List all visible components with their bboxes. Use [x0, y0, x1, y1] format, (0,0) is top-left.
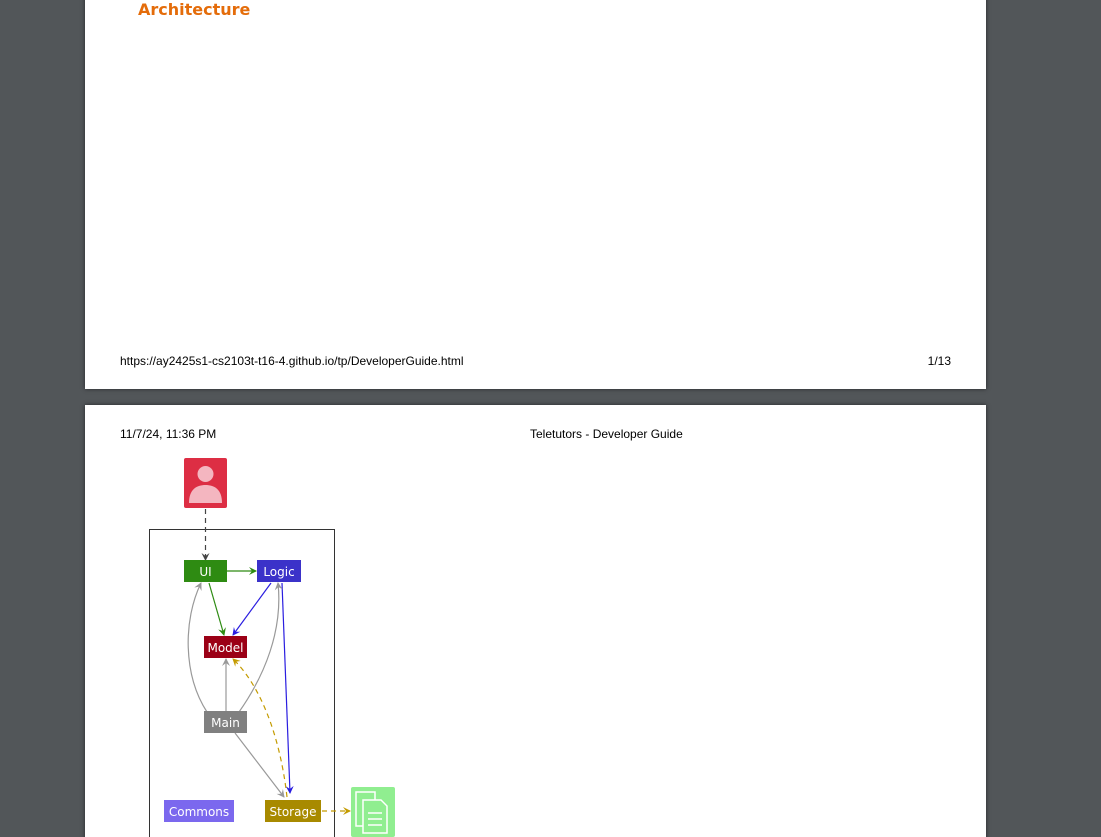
page-number: 1/13 — [927, 354, 951, 368]
logic-to-model-arrow — [232, 582, 272, 636]
component-model-label: Model — [207, 641, 243, 655]
component-storage: Storage — [265, 800, 321, 822]
component-main: Main — [204, 711, 247, 733]
architecture-diagram: UI Logic Model Main Commons Storage — [149, 458, 395, 837]
main-to-logic-arrow — [238, 582, 283, 713]
component-model: Model — [204, 636, 247, 658]
user-icon — [184, 458, 227, 508]
section-heading-architecture: Architecture — [138, 0, 251, 19]
pdf-page-1: Architecture https://ay2425s1-cs2103t-t1… — [85, 0, 986, 389]
main-to-storage-arrow — [234, 732, 285, 798]
app-boundary-box — [149, 529, 335, 837]
component-logic-label: Logic — [263, 565, 294, 579]
main-to-ui-arrow — [187, 582, 208, 713]
component-storage-label: Storage — [270, 805, 317, 819]
file-icon — [351, 787, 395, 837]
component-logic: Logic — [257, 560, 301, 582]
component-ui-label: UI — [199, 565, 211, 579]
pdf-page-2: 11/7/24, 11:36 PM Teletutors - Developer… — [85, 405, 986, 837]
logic-to-storage-arrow — [281, 582, 294, 794]
page-footer-url: https://ay2425s1-cs2103t-t16-4.github.io… — [120, 354, 464, 368]
storage-to-model-arrow — [232, 658, 288, 798]
component-main-label: Main — [211, 716, 240, 730]
page-header-date: 11/7/24, 11:36 PM — [120, 427, 217, 441]
ui-to-model-arrow — [208, 582, 226, 636]
component-commons-label: Commons — [169, 805, 229, 819]
component-commons: Commons — [164, 800, 234, 822]
page-header-title: Teletutors - Developer Guide — [530, 427, 683, 441]
component-ui: UI — [184, 560, 227, 582]
